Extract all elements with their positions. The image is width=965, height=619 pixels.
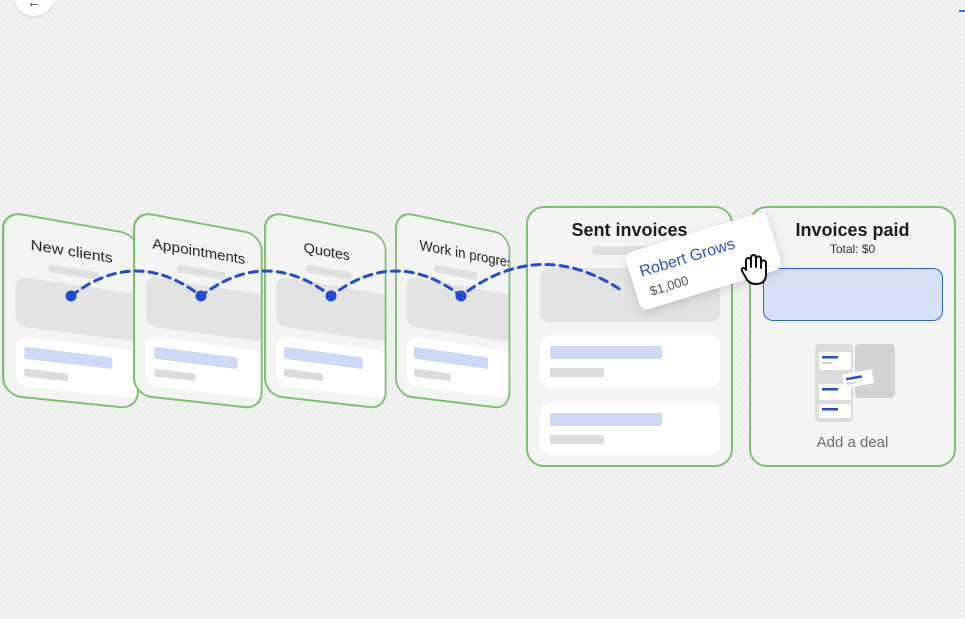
- title-placeholder: [592, 246, 668, 255]
- stage-card-invoices-paid[interactable]: Invoices paid Total: $0 Add a deal: [749, 206, 956, 467]
- drop-zone[interactable]: [763, 268, 943, 321]
- grab-hand-icon: [740, 254, 767, 285]
- arrow-left-icon: ←: [27, 0, 41, 10]
- deal-stack-icon: [815, 344, 895, 422]
- stage-title: Sent invoices: [571, 220, 688, 240]
- top-edge-indicator: [959, 10, 965, 12]
- deal-card-placeholder: [540, 335, 720, 388]
- stage-title: Invoices paid: [795, 220, 910, 240]
- back-button[interactable]: ←: [14, 0, 54, 16]
- stage-total: Total: $0: [829, 242, 876, 256]
- add-deal-button[interactable]: Add a deal: [816, 434, 889, 451]
- deal-card-placeholder: [540, 402, 720, 455]
